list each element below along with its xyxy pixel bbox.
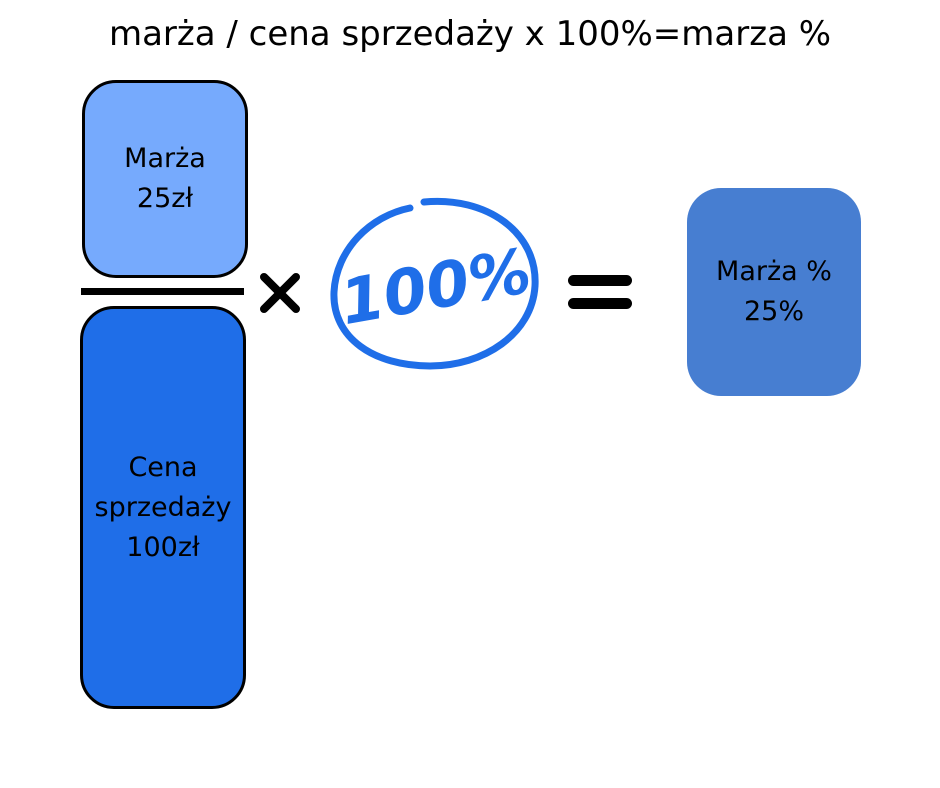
margin-value: 25zł [136,183,194,214]
margin-percent-label: Marża % [716,256,832,287]
margin-percent-box: Marża % 25% [687,188,861,396]
margin-box: Marża 25zł [82,80,248,278]
selling-price-label-line1: Cena [128,451,198,483]
selling-price-label-line2: sprzedaży [94,491,232,523]
hundred-percent-stamp: 100% [330,197,539,370]
margin-percent-value: 25% [743,296,804,327]
hand-drawn-circle [330,197,539,370]
margin-label: Marża [124,143,206,174]
times-icon [260,273,300,313]
hundred-percent-label: 100% [335,234,536,339]
fraction-bar [81,288,244,295]
formula-title: marża / cena sprzedaży x 100%=marza % [108,14,832,54]
selling-price-box: Cena sprzedaży 100zł [80,306,246,709]
selling-price-value: 100zł [126,531,200,563]
equals-icon [568,275,632,309]
